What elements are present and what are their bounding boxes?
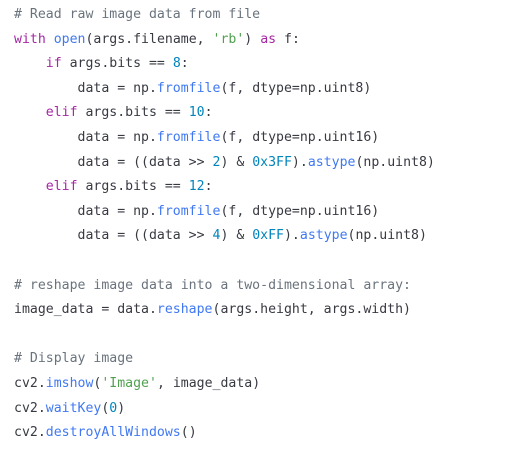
code-token-function: fromfile: [156, 129, 221, 145]
code-token-plain: [46, 32, 54, 47]
code-token-number: 0x3FF: [252, 154, 292, 170]
code-token-plain: :: [204, 105, 213, 121]
code-token-function: fromfile: [156, 203, 221, 219]
code-token-comment: # Read raw image data from file: [14, 7, 261, 22]
code-lines: # Read raw image data from file with open…: [14, 3, 512, 446]
code-line: cv2.destroyAllWindows(): [14, 421, 512, 446]
code-token-number: 2: [212, 154, 221, 170]
code-token-plain: :: [180, 56, 189, 72]
code-token-plain: args.bits ==: [61, 56, 173, 72]
code-token-function: imshow: [45, 375, 94, 391]
code-token-keyword: elif: [45, 179, 78, 195]
code-token-plain: [14, 179, 46, 194]
code-token-keyword: as: [260, 31, 277, 47]
code-line: data = ((data >> 2) & 0x3FF).astype(np.u…: [14, 151, 512, 176]
code-line: [14, 249, 512, 274]
code-token-plain: ).: [291, 154, 308, 170]
code-line: if args.bits == 8:: [14, 52, 512, 77]
code-token-plain: (): [180, 425, 197, 441]
code-line: elif args.bits == 10:: [14, 101, 512, 126]
code-token-plain: :: [204, 179, 213, 195]
code-token-plain: , image_data): [156, 375, 261, 391]
code-token-plain: data = np.: [14, 129, 157, 145]
code-line: # Display image: [14, 347, 512, 372]
code-token-number: 0xFF: [252, 228, 284, 244]
code-line: data = ((data >> 4) & 0xFF).astype(np.ui…: [14, 224, 512, 249]
code-token-plain: data = np.: [14, 80, 157, 96]
code-line: [14, 323, 512, 348]
code-token-function: astype: [299, 228, 348, 244]
code-line: data = np.fromfile(f, dtype=np.uint16): [14, 200, 512, 225]
code-token-plain: data = np.: [14, 203, 157, 219]
code-token-function: destroyAllWindows: [45, 425, 181, 441]
code-line: image_data = data.reshape(args.height, a…: [14, 298, 512, 323]
code-token-plain: (np.uint8): [347, 228, 427, 244]
code-token-number: 0: [109, 400, 118, 416]
code-token-comment: # Display image: [14, 351, 134, 367]
code-token-plain: cv2.: [14, 375, 46, 391]
code-token-plain: (: [101, 400, 110, 416]
code-token-string: 'Image': [101, 375, 157, 391]
code-token-plain: ) &: [220, 154, 253, 170]
code-token-plain: f:: [276, 31, 300, 47]
code-token-plain: ): [244, 31, 261, 47]
code-line: data = np.fromfile(f, dtype=np.uint16): [14, 126, 512, 151]
code-token-plain: (f, dtype=np.uint16): [220, 129, 380, 145]
code-token-plain: cv2.: [14, 425, 46, 441]
code-token-function: waitKey: [45, 400, 102, 416]
code-line: cv2.imshow('Image', image_data): [14, 372, 512, 397]
code-token-plain: (np.uint8): [355, 154, 435, 170]
code-token-plain: cv2.: [14, 400, 46, 416]
code-token-plain: (args.height, args.width): [212, 302, 412, 318]
code-token-number: 8: [172, 56, 181, 72]
code-token-function: fromfile: [156, 80, 221, 96]
code-token-function: astype: [307, 154, 356, 170]
code-line: data = np.fromfile(f, dtype=np.uint8): [14, 77, 512, 102]
code-line: with open(args.filename, 'rb') as f:: [14, 28, 512, 53]
code-token-function: reshape: [156, 302, 213, 318]
code-line: cv2.waitKey(0): [14, 397, 512, 422]
code-token-plain: (args.filename,: [85, 31, 213, 47]
code-line: # Read raw image data from file: [14, 3, 512, 28]
code-token-plain: args.bits ==: [77, 179, 189, 195]
code-token-plain: ) &: [220, 228, 253, 244]
code-token-string: 'rb': [212, 31, 245, 47]
code-token-plain: (f, dtype=np.uint8): [220, 80, 372, 96]
code-token-plain: data = ((data >>: [14, 228, 213, 244]
code-line: # reshape image data into a two-dimensio…: [14, 274, 512, 299]
code-token-keyword: with: [14, 31, 46, 47]
code-token-function: open: [53, 31, 86, 47]
code-token-plain: [14, 105, 46, 120]
code-token-plain: args.bits ==: [77, 105, 189, 121]
code-token-plain: [14, 56, 46, 71]
code-token-number: 10: [188, 105, 205, 121]
code-line: elif args.bits == 12:: [14, 175, 512, 200]
code-token-keyword: elif: [45, 105, 78, 121]
code-token-number: 4: [212, 228, 221, 244]
code-token-plain: (f, dtype=np.uint16): [220, 203, 380, 219]
code-token-plain: image_data = data.: [14, 302, 157, 318]
code-token-keyword: if: [45, 56, 62, 72]
code-token-plain: (: [93, 375, 102, 391]
code-token-plain: ): [117, 400, 126, 416]
code-token-plain: data = ((data >>: [14, 154, 213, 170]
code-token-number: 12: [188, 179, 205, 195]
code-token-plain: ).: [283, 228, 300, 244]
code-token-comment: # reshape image data into a two-dimensio…: [14, 277, 411, 293]
